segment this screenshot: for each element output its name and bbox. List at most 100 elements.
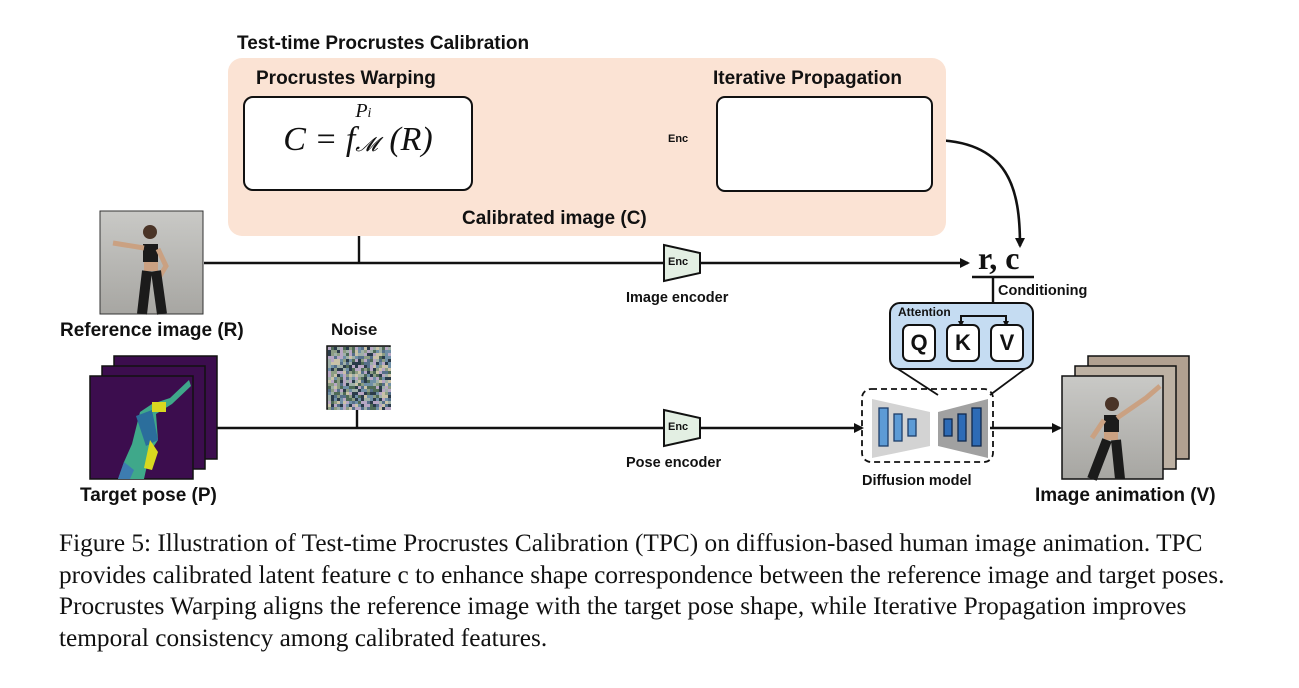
noise-pixel [328,347,331,350]
noise-pixel [361,356,364,359]
noise-pixel [346,392,349,395]
noise-pixel [364,374,367,377]
noise-pixel [343,395,346,398]
noise-pixel [355,407,358,410]
noise-pixel [331,359,334,362]
noise-pixel [373,350,376,353]
noise-pixel [385,386,388,389]
noise-pixel [355,356,358,359]
noise-pixel [361,368,364,371]
noise-pixel [331,347,334,350]
noise-pixel [334,356,337,359]
noise-pixel [346,383,349,386]
noise-pixel [388,362,391,365]
noise-pixel [382,356,385,359]
tpc-title: Test-time Procrustes Calibration [237,33,530,54]
noise-pixel [385,392,388,395]
noise-pixel [379,374,382,377]
noise-pixel [355,401,358,404]
noise-pixel [361,398,364,401]
noise-pixel [361,365,364,368]
noise-pixel [328,356,331,359]
noise-pixel [352,350,355,353]
noise-pixel [346,374,349,377]
noise-pixel [385,383,388,386]
noise-pixel [340,359,343,362]
formula-sup: Pi [355,100,372,122]
noise-pixel [340,401,343,404]
noise-pixel [379,362,382,365]
noise-pixel [376,383,379,386]
noise-pixel [385,395,388,398]
noise-pixel [373,386,376,389]
noise-pixel [337,398,340,401]
noise-pixel [367,365,370,368]
noise-pixel [388,401,391,404]
noise-pixel [331,371,334,374]
noise-pixel [376,356,379,359]
noise-pixel [331,404,334,407]
noise-pixel [370,377,373,380]
noise-pixel [349,356,352,359]
noise-pixel [373,353,376,356]
noise-pixel [346,395,349,398]
noise-pixel [385,377,388,380]
noise-pixel [334,401,337,404]
noise-pixel [340,365,343,368]
noise-pixel [328,371,331,374]
noise-pixel [337,389,340,392]
noise-pixel [385,398,388,401]
noise-pixel [385,368,388,371]
noise-pixel [349,359,352,362]
noise-pixel [379,371,382,374]
noise-pixel [388,368,391,371]
noise-pixel [367,407,370,410]
noise-pixel [385,356,388,359]
noise-pixel [370,371,373,374]
noise-pixel [373,368,376,371]
noise-pixel [364,359,367,362]
noise-pixel [349,362,352,365]
noise-pixel [376,374,379,377]
noise-pixel [373,374,376,377]
noise-pixel [349,395,352,398]
noise-pixel [376,377,379,380]
noise-pixel [352,395,355,398]
noise-pixel [370,353,373,356]
noise-pixel [328,374,331,377]
noise-pixel [370,407,373,410]
noise-pixel [367,404,370,407]
noise-pixel [355,392,358,395]
noise-pixel [349,368,352,371]
noise-pixel [343,404,346,407]
noise-pixel [334,368,337,371]
noise-pixel [370,398,373,401]
noise-pixel [385,347,388,350]
noise-pixel [355,365,358,368]
noise-pixel [352,398,355,401]
noise-pixel [331,350,334,353]
noise-pixel [358,383,361,386]
noise-pixel [367,368,370,371]
noise-pixel [373,407,376,410]
noise-pixel [355,374,358,377]
noise-pixel [388,392,391,395]
noise-pixel [373,401,376,404]
noise-pixel [379,356,382,359]
noise-pixel [376,359,379,362]
noise-pixel [340,347,343,350]
noise-pixel [331,389,334,392]
noise-pixel [379,377,382,380]
noise-pixel [364,356,367,359]
noise-pixel [355,389,358,392]
noise-pixel [343,353,346,356]
noise-pixel [388,380,391,383]
formula-lhs: C = f [283,121,356,158]
noise-pixel [358,398,361,401]
noise-pixel [343,350,346,353]
noise-pixel [331,362,334,365]
iterative-propagation-title: Iterative Propagation [713,68,902,89]
noise-pixel [364,395,367,398]
noise-pixel [337,386,340,389]
